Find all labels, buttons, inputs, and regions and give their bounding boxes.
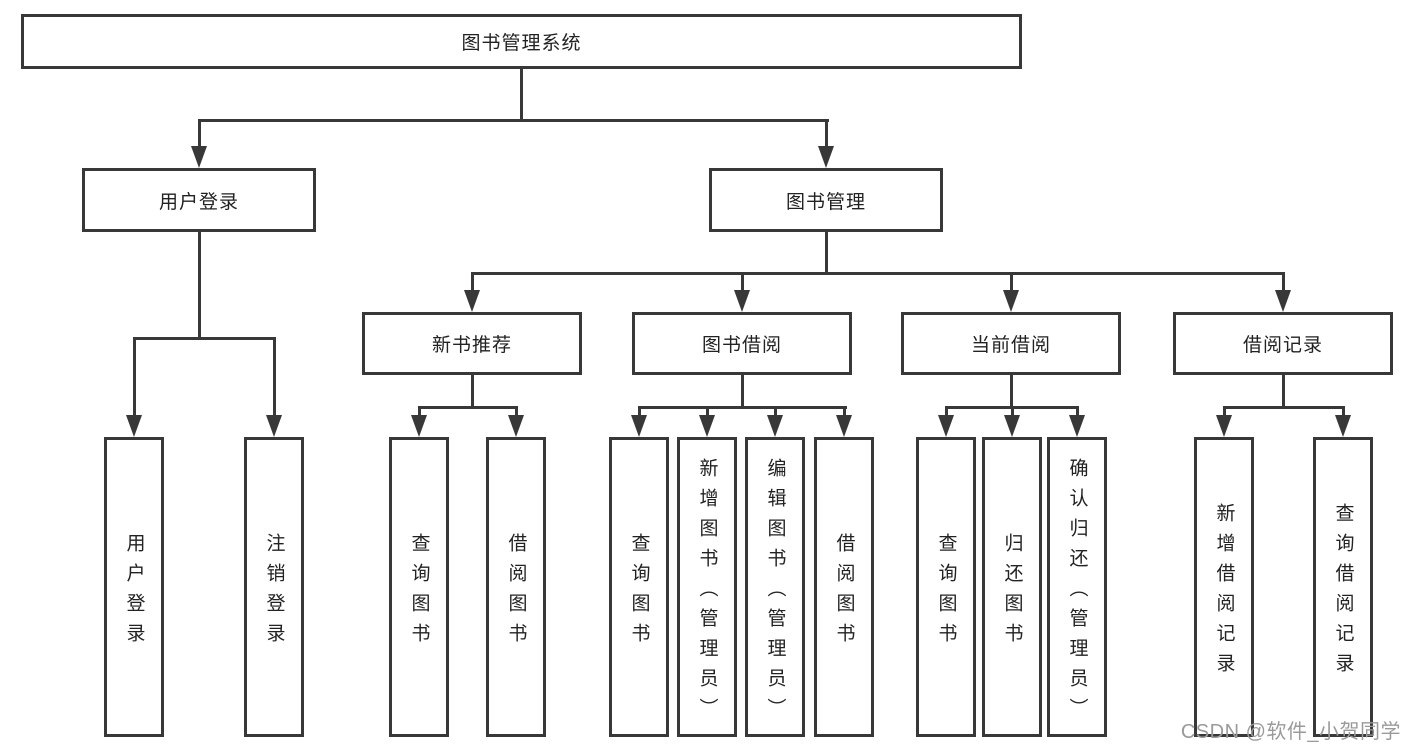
- connector-line: [945, 406, 948, 418]
- connector-line: [520, 69, 523, 122]
- connector-line: [1282, 272, 1285, 293]
- node-library-system: 图书管理系统: [21, 14, 1022, 69]
- arrow-down-icon: [938, 415, 954, 437]
- leaf-query-borrow-record: 查询借阅记录: [1313, 437, 1373, 737]
- connector-line: [638, 406, 641, 418]
- connector-line: [198, 119, 829, 122]
- node-label: 注销登录: [263, 532, 285, 653]
- connector-line: [774, 406, 777, 418]
- arrow-down-icon: [699, 415, 715, 437]
- node-label: 归还图书: [1001, 532, 1023, 653]
- connector-line: [471, 272, 1285, 275]
- leaf-add-book-admin: 新增图书（管理员）: [677, 437, 737, 737]
- connector-line: [418, 406, 421, 418]
- arrow-down-icon: [818, 146, 834, 168]
- connector-line: [825, 232, 828, 275]
- connector-line: [706, 406, 709, 418]
- node-label: 查询图书: [935, 532, 957, 653]
- connector-line: [515, 406, 518, 418]
- arrow-down-icon: [1003, 290, 1019, 312]
- leaf-logout: 注销登录: [244, 437, 304, 737]
- arrow-down-icon: [464, 290, 480, 312]
- node-label: 借阅记录: [1242, 335, 1323, 356]
- connector-line: [825, 119, 828, 149]
- connector-line: [1223, 406, 1345, 409]
- arrow-down-icon: [126, 415, 142, 437]
- leaf-add-borrow-record: 新增借阅记录: [1194, 437, 1254, 737]
- node-book-borrow: 图书借阅: [632, 312, 852, 375]
- node-label: 图书管理: [785, 191, 866, 213]
- connector-line: [471, 272, 474, 293]
- node-label: 用户登录: [123, 532, 145, 653]
- leaf-query-book-current: 查询图书: [916, 437, 976, 737]
- connector-line: [1076, 406, 1079, 418]
- arrow-down-icon: [1069, 415, 1085, 437]
- node-label: 借阅图书: [833, 532, 855, 653]
- watermark: CSDN @软件_小贺同学: [1180, 721, 1401, 743]
- arrow-down-icon: [767, 415, 783, 437]
- node-label: 查询图书: [628, 532, 650, 653]
- connector-line: [638, 406, 847, 409]
- node-label: 查询图书: [408, 532, 430, 653]
- arrow-down-icon: [508, 415, 524, 437]
- connector-line: [198, 119, 201, 149]
- leaf-edit-book-admin: 编辑图书（管理员）: [745, 437, 805, 737]
- node-user-login: 用户登录: [82, 168, 316, 232]
- arrow-down-icon: [411, 415, 427, 437]
- connector-line: [133, 337, 276, 340]
- connector-line: [471, 375, 474, 409]
- connector-line: [273, 337, 276, 417]
- connector-line: [418, 406, 518, 409]
- connector-line: [1010, 272, 1013, 293]
- node-label: 新书推荐: [431, 335, 512, 356]
- node-book-management: 图书管理: [709, 168, 943, 232]
- node-label: 编辑图书（管理员）: [764, 457, 786, 728]
- node-label: 确认归还（管理员）: [1066, 457, 1088, 728]
- connector-line: [1010, 375, 1013, 409]
- node-label: 图书管理系统: [461, 33, 582, 54]
- connector-line: [198, 232, 201, 340]
- connector-line: [1342, 406, 1345, 418]
- node-label: 用户登录: [158, 191, 239, 213]
- leaf-return-book: 归还图书: [982, 437, 1042, 737]
- arrow-down-icon: [1004, 415, 1020, 437]
- connector-line: [741, 375, 744, 409]
- connector-line: [1223, 406, 1226, 418]
- leaf-query-book-recommend: 查询图书: [389, 437, 449, 737]
- node-label: 新增借阅记录: [1213, 502, 1235, 683]
- arrow-down-icon: [734, 290, 750, 312]
- node-label: 图书借阅: [701, 335, 782, 356]
- connector-line: [133, 337, 136, 417]
- arrow-down-icon: [1216, 415, 1232, 437]
- node-label: 当前借阅: [970, 335, 1051, 356]
- connector-line: [741, 272, 744, 293]
- leaf-borrow-book: 借阅图书: [814, 437, 874, 737]
- node-label: 查询借阅记录: [1332, 502, 1354, 683]
- arrow-down-icon: [1335, 415, 1351, 437]
- arrow-down-icon: [266, 415, 282, 437]
- node-borrow-record: 借阅记录: [1173, 312, 1393, 375]
- connector-line: [1011, 406, 1014, 418]
- connector-line: [843, 406, 846, 418]
- arrow-down-icon: [836, 415, 852, 437]
- arrow-down-icon: [191, 146, 207, 168]
- arrow-down-icon: [631, 415, 647, 437]
- leaf-borrow-book-recommend: 借阅图书: [486, 437, 546, 737]
- leaf-user-login: 用户登录: [104, 437, 164, 737]
- node-label: 新增图书（管理员）: [696, 457, 718, 728]
- node-label: 借阅图书: [505, 532, 527, 653]
- connector-line: [1282, 375, 1285, 409]
- leaf-confirm-return-admin: 确认归还（管理员）: [1047, 437, 1107, 737]
- leaf-query-book-borrow: 查询图书: [609, 437, 669, 737]
- arrow-down-icon: [1275, 290, 1291, 312]
- node-new-book-recommend: 新书推荐: [362, 312, 582, 375]
- node-current-borrow: 当前借阅: [901, 312, 1121, 375]
